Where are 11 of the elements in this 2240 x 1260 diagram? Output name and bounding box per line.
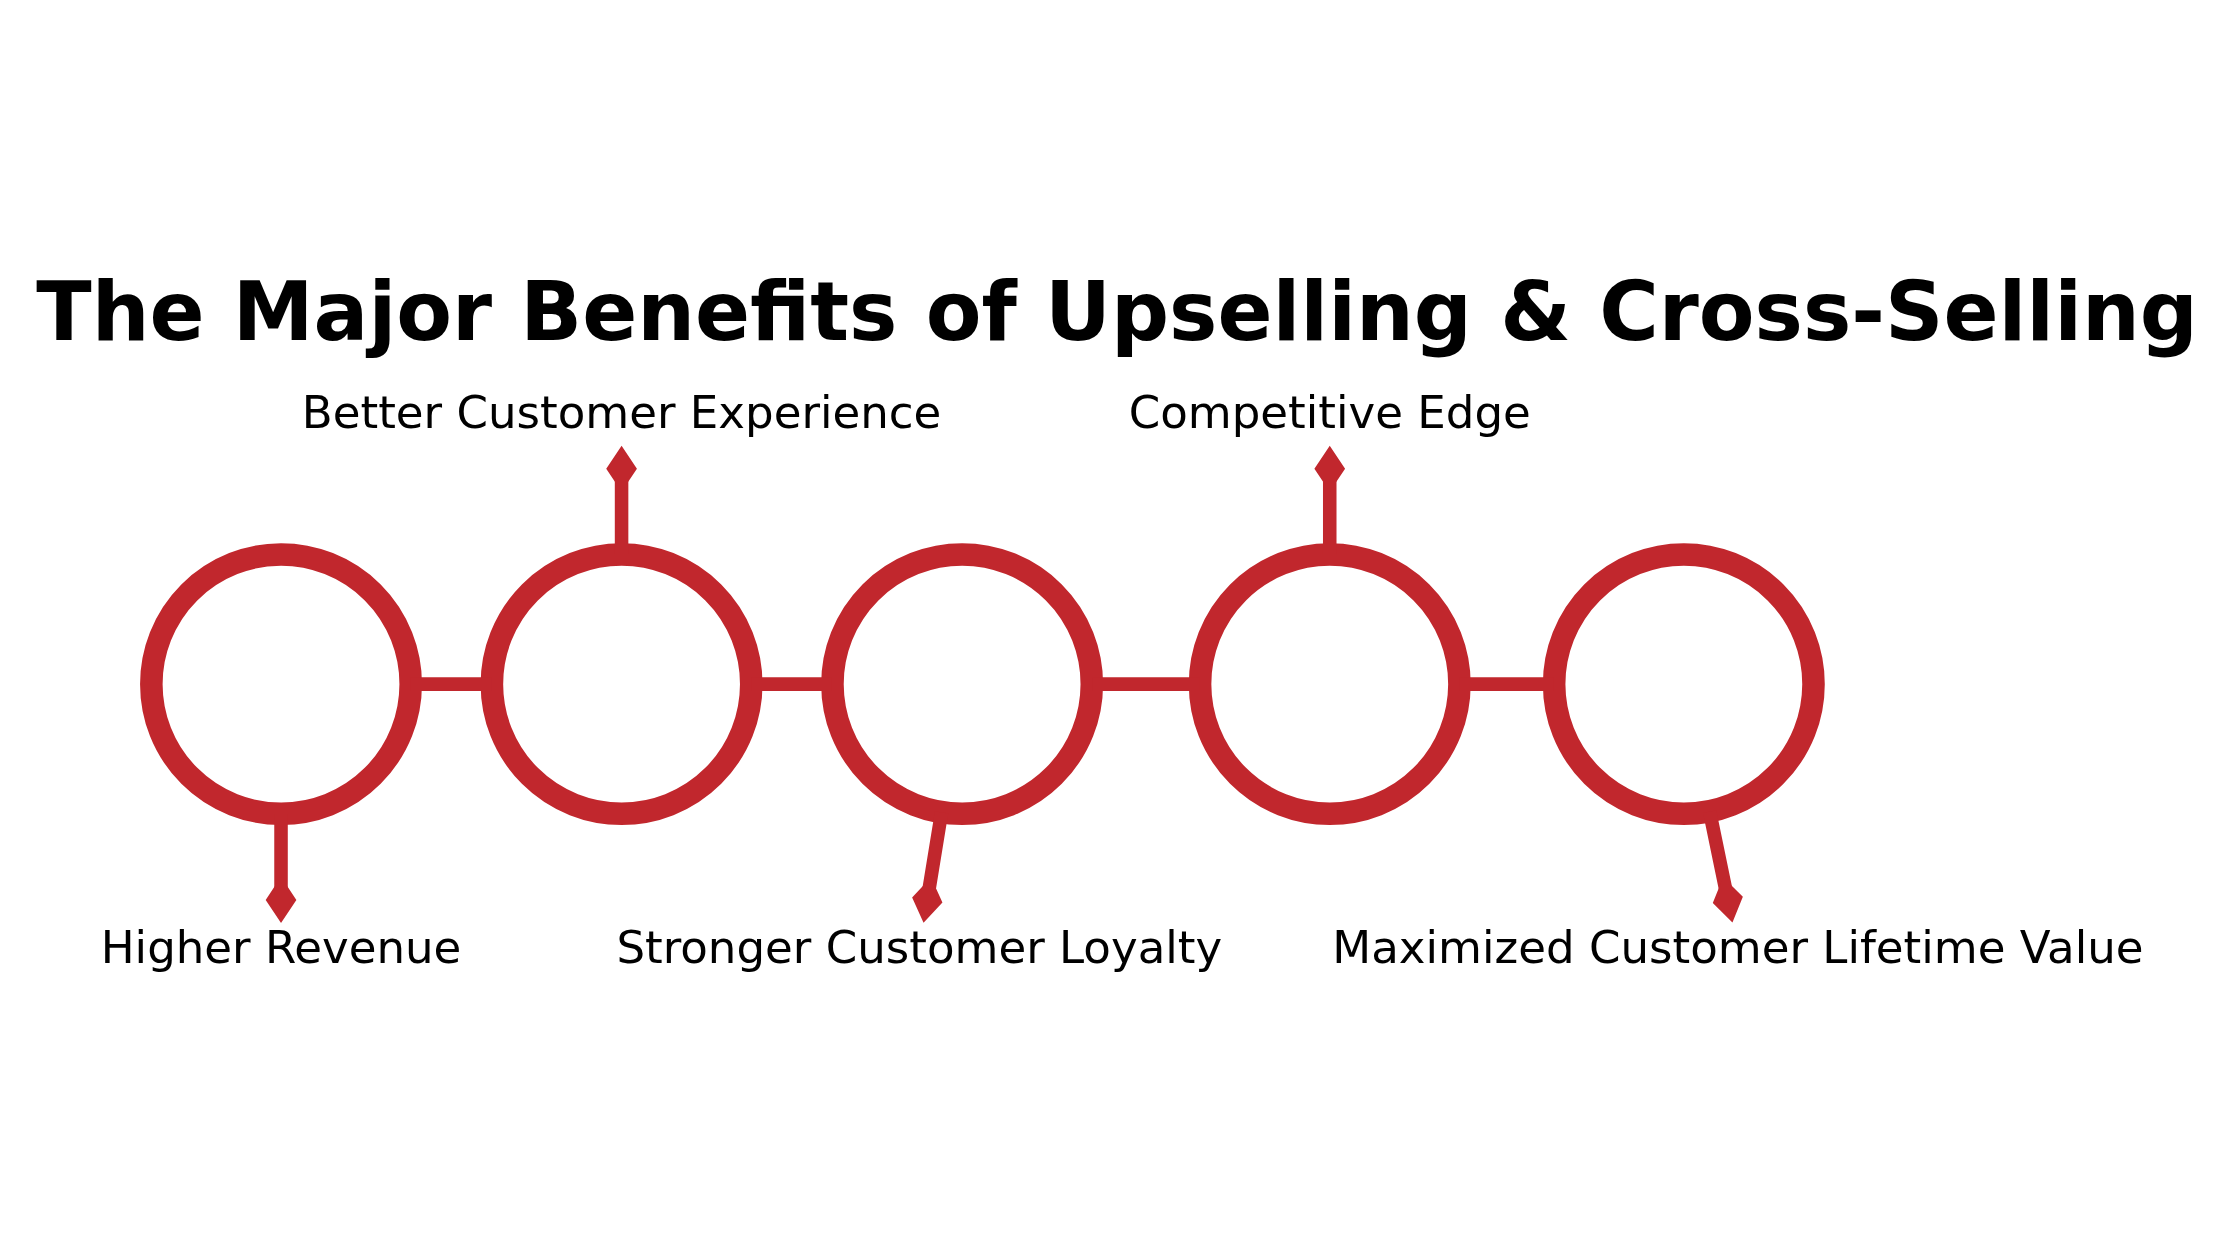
node-circle — [140, 543, 422, 826]
node-text: Stronger Customer Loyalty — [616, 920, 1223, 974]
node-circle — [1542, 543, 1825, 826]
node-text: Maximized Customer Lifetime Value — [1332, 920, 2144, 974]
node-text: Higher Revenue — [100, 920, 462, 974]
node-text: Competitive Edge — [1128, 386, 1531, 440]
node-text: Better Customer Experience — [301, 386, 942, 440]
node-circle — [821, 543, 1104, 826]
node-circle — [1188, 543, 1471, 826]
diagram-title: The Major Benefits of Upselling & Cross-Selling — [36, 264, 2198, 359]
node-circle — [480, 543, 763, 826]
